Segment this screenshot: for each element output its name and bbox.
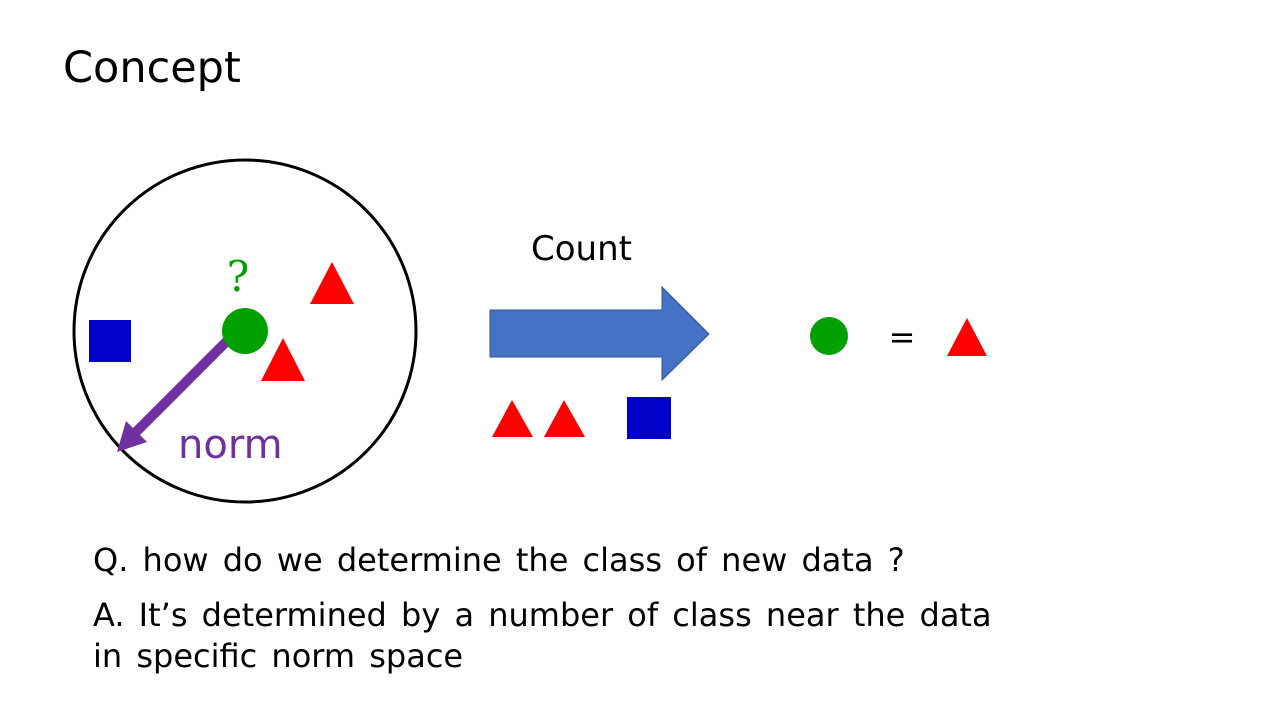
red-triangle-icon (544, 400, 585, 437)
query-mark: ? (227, 252, 250, 301)
norm-label: norm (178, 422, 283, 468)
red-triangle-icon (492, 400, 533, 437)
red-triangle-icon (947, 318, 987, 356)
red-triangle-icon (310, 262, 354, 304)
count-arrow (489, 285, 710, 382)
answer-text-line-1: A. It’s determined by a number of class … (93, 596, 992, 634)
neighborhood-circle (72, 158, 418, 504)
question-text: Q. how do we determine the class of new … (93, 541, 905, 579)
count-label: Count (531, 229, 632, 269)
blue-square-icon (627, 397, 671, 439)
equals-sign: = (889, 318, 916, 356)
norm-arrow (132, 334, 234, 436)
blue-square-icon (89, 320, 131, 362)
green-circle-icon (222, 308, 268, 354)
slide-title: Concept (63, 43, 241, 93)
norm-arrowhead (117, 421, 147, 452)
green-circle-icon (810, 317, 848, 355)
red-triangle-icon (261, 338, 305, 381)
answer-text-line-2: in specific norm space (93, 637, 464, 675)
